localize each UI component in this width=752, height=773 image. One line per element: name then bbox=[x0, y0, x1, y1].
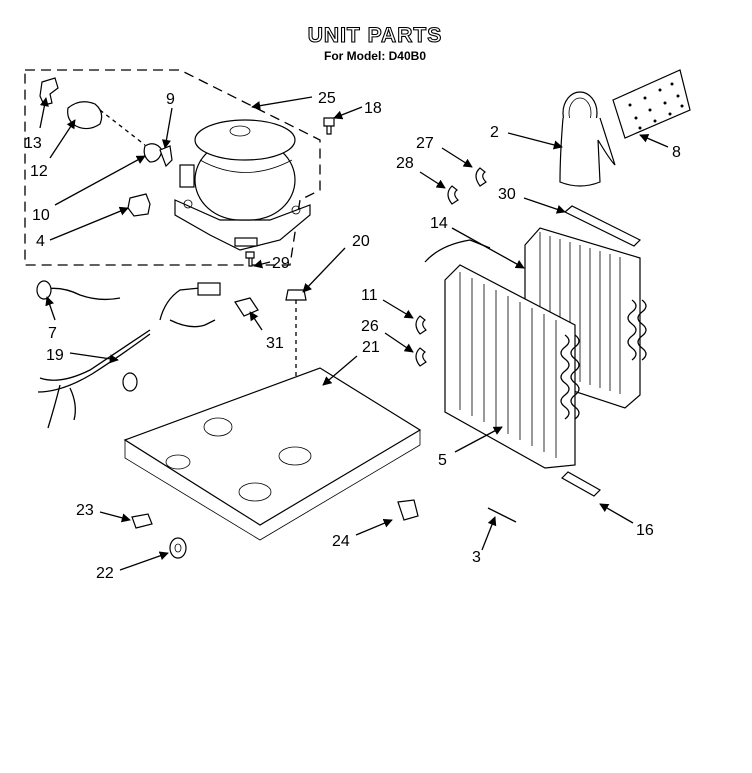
callout-29: 29 bbox=[272, 255, 290, 272]
callout-11: 11 bbox=[361, 287, 378, 304]
relay-clip bbox=[159, 145, 173, 168]
relay bbox=[127, 193, 151, 217]
diagram-subtitle: For Model: D40B0 bbox=[324, 49, 426, 63]
callout-labels: 25 9 18 13 12 10 4 2 8 27 28 30 14 20 29… bbox=[24, 90, 681, 582]
power-harness-7 bbox=[39, 287, 121, 301]
callout-13: 13 bbox=[24, 135, 42, 152]
callout-16: 16 bbox=[636, 522, 654, 539]
air-duct bbox=[559, 91, 616, 187]
diagram-title: UNIT PARTS bbox=[308, 24, 442, 47]
seal-strip-16 bbox=[561, 471, 601, 497]
callout-18: 18 bbox=[364, 100, 382, 117]
clip-28 bbox=[447, 185, 459, 205]
callout-28: 28 bbox=[396, 155, 414, 172]
grommet-20 bbox=[285, 289, 307, 301]
filter bbox=[612, 69, 691, 139]
screw-3 bbox=[487, 507, 517, 523]
base-pan bbox=[123, 367, 422, 541]
screw-29 bbox=[245, 251, 255, 267]
spacer-23 bbox=[131, 513, 153, 529]
callout-2: 2 bbox=[490, 124, 499, 141]
callout-12: 12 bbox=[30, 163, 48, 180]
fan-bushing-22 bbox=[169, 537, 187, 559]
seal-strip-30 bbox=[563, 205, 642, 247]
overload-protector bbox=[143, 143, 163, 163]
callout-3: 3 bbox=[472, 549, 481, 566]
callout-21: 21 bbox=[362, 339, 380, 356]
callout-9: 9 bbox=[166, 91, 175, 108]
callout-19: 19 bbox=[46, 347, 64, 364]
callout-22: 22 bbox=[96, 565, 114, 582]
callout-31: 31 bbox=[266, 335, 284, 352]
callout-30: 30 bbox=[498, 186, 516, 203]
callout-14: 14 bbox=[430, 215, 448, 232]
callout-25: 25 bbox=[318, 90, 336, 107]
wiring-harness-19 bbox=[37, 282, 221, 429]
leader-lines bbox=[39, 96, 669, 571]
compressor bbox=[174, 119, 311, 251]
callout-8: 8 bbox=[672, 144, 681, 161]
callout-4: 4 bbox=[36, 233, 45, 250]
terminal-clip bbox=[39, 77, 59, 106]
callout-23: 23 bbox=[76, 502, 94, 519]
clip-11 bbox=[415, 315, 427, 335]
condenser-coil bbox=[424, 239, 580, 469]
clip-26 bbox=[415, 347, 427, 367]
callout-20: 20 bbox=[352, 233, 370, 250]
callout-24: 24 bbox=[332, 533, 350, 550]
callout-7: 7 bbox=[48, 325, 57, 342]
foot-24 bbox=[397, 499, 419, 521]
callout-5: 5 bbox=[438, 452, 447, 469]
clip-27 bbox=[475, 167, 487, 187]
callout-27: 27 bbox=[416, 135, 434, 152]
screw-18 bbox=[323, 117, 335, 135]
clip-31 bbox=[234, 297, 259, 317]
callout-26: 26 bbox=[361, 318, 379, 335]
compressor-assembly-boundary bbox=[24, 69, 321, 266]
callout-10: 10 bbox=[32, 207, 50, 224]
